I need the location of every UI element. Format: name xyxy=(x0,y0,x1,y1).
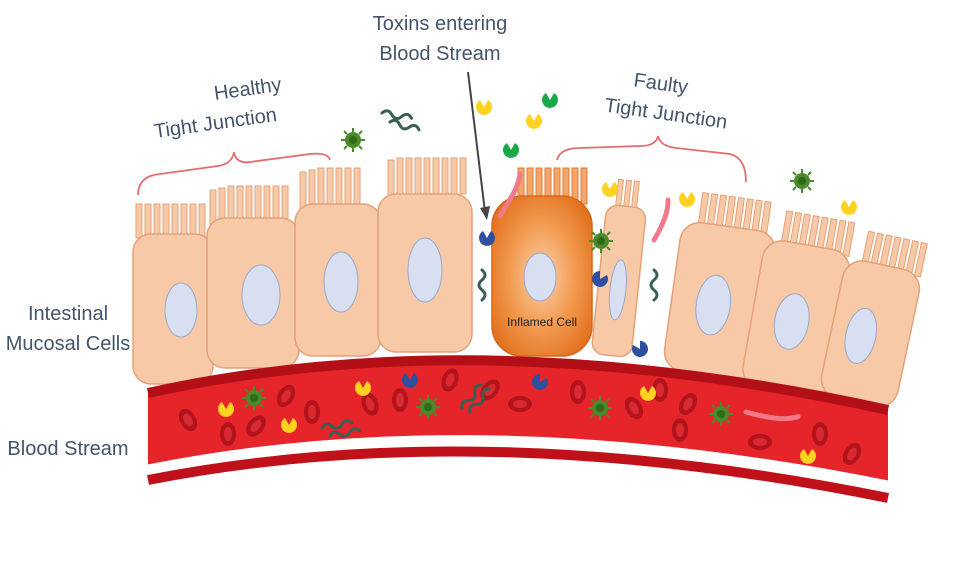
toxins-arrow xyxy=(467,71,486,213)
red-blood-cell-icon xyxy=(672,418,688,442)
toxins-label-line2: Blood Stream xyxy=(379,43,500,65)
red-blood-cell-icon xyxy=(508,396,532,412)
virus-icon xyxy=(340,127,366,153)
virus-icon xyxy=(588,228,614,254)
virus-icon xyxy=(587,395,613,421)
mucosal-label-line2: Mucosal Cells xyxy=(6,333,130,355)
healthy-cells xyxy=(132,157,473,385)
healthy-bracket xyxy=(137,151,331,196)
red-blood-cell-icon xyxy=(570,380,586,404)
toxin-icon xyxy=(542,93,558,108)
virus-icon xyxy=(789,168,815,194)
faulty-label-line1: Faulty xyxy=(632,69,689,98)
toxin-icon xyxy=(476,100,492,115)
virus-icon xyxy=(415,394,441,420)
faulty-cells xyxy=(663,191,928,408)
bacteria-icon xyxy=(649,268,659,302)
healthy-label-line1: Healthy xyxy=(213,74,283,105)
bacteria-icon xyxy=(477,268,487,302)
bacteria-icon xyxy=(743,409,803,422)
virus-icon xyxy=(708,401,734,427)
inflamed-cell: Inflamed Cell xyxy=(491,167,593,357)
red-blood-cell-icon xyxy=(812,422,828,446)
toxin-icon xyxy=(526,114,542,129)
toxin-icon xyxy=(841,200,857,215)
healthy-label-line2: Tight Junction xyxy=(153,104,279,143)
toxin-icon xyxy=(602,182,618,197)
blood-vessel xyxy=(146,355,890,503)
toxin-icon xyxy=(503,143,519,158)
virus-icon xyxy=(241,385,267,411)
toxins-arrowhead xyxy=(480,206,490,220)
red-blood-cell-icon xyxy=(748,434,772,450)
faulty-label-line2: Tight Junction xyxy=(603,95,729,134)
mucosal-label-line1: Intestinal xyxy=(28,303,108,325)
bacteria-icon xyxy=(387,117,422,135)
damaged-cell xyxy=(591,178,647,358)
faulty-bracket xyxy=(556,135,747,183)
bacteria xyxy=(319,108,803,441)
red-blood-cell-icon xyxy=(220,422,236,446)
toxin-icon xyxy=(679,192,695,207)
red-blood-cell-icon xyxy=(392,388,408,412)
inflamed-cell-label: Inflamed Cell xyxy=(507,315,577,329)
toxins-label-line1: Toxins entering xyxy=(373,13,508,35)
bacteria-icon xyxy=(497,171,523,219)
bacteria-icon xyxy=(651,197,671,243)
blood-stream-label: Blood Stream xyxy=(7,438,128,460)
red-blood-cell-icon xyxy=(304,400,320,424)
